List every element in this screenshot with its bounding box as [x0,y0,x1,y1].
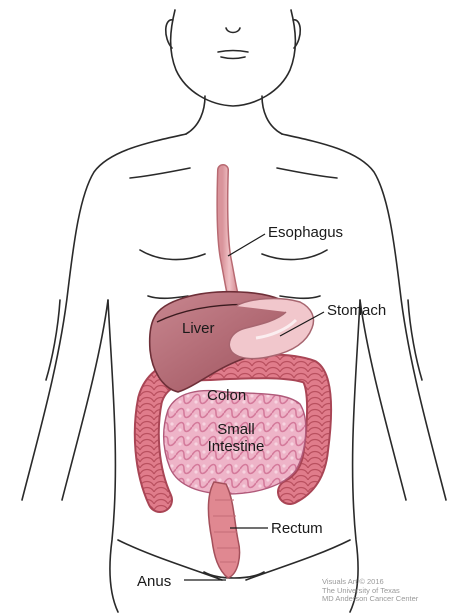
rectum [209,482,240,578]
mouth [218,51,248,59]
left-arm-inner [62,300,108,500]
label-small-intestine-line1: Small [196,421,276,438]
label-rectum: Rectum [271,520,323,537]
neck-left [186,96,205,134]
torso-left [108,300,118,612]
right-arm-line [408,300,422,380]
label-esophagus: Esophagus [268,224,343,241]
left-arm-line [46,300,60,380]
neck-right [262,96,282,134]
label-anus: Anus [137,573,171,590]
label-stomach: Stomach [327,302,386,319]
pec-left [140,250,205,260]
right-arm-inner [360,300,406,500]
rib-right [280,296,320,298]
label-colon: Colon [207,387,246,404]
esophagus [222,170,236,306]
clavicle-left [130,168,190,178]
label-liver: Liver [182,320,215,337]
torso-right [350,300,360,612]
credit-line-3: MD Anderson Cancer Center [322,595,418,604]
clavicle-right [277,168,337,178]
pec-right [262,250,327,260]
copyright-credit: Visuals Art © 2016 The University of Tex… [322,578,418,604]
nose [226,28,240,33]
esophagus-leader [228,234,265,256]
label-small-intestine: Small Intestine [196,421,276,455]
label-small-intestine-line2: Intestine [196,438,276,455]
